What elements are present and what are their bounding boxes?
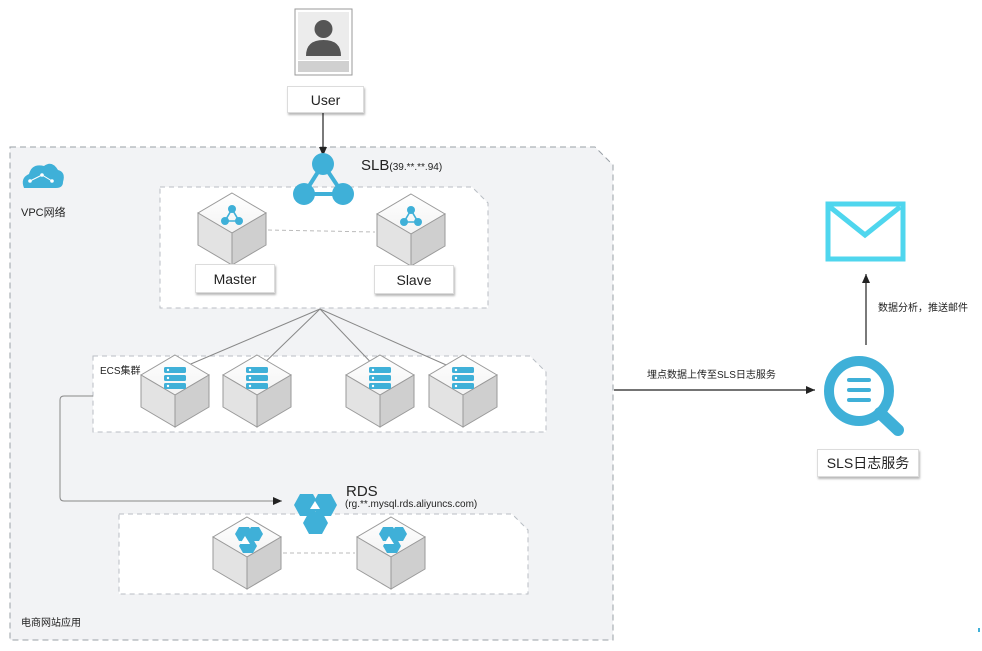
ecs-label: ECS集群 bbox=[100, 366, 141, 377]
to-mail-flow-label: 数据分析，推送邮件 bbox=[878, 303, 968, 314]
cloud-icon bbox=[22, 163, 64, 188]
rds-host: (rg.**.mysql.rds.aliyuncs.com) bbox=[345, 499, 478, 510]
sls-search-icon bbox=[824, 356, 904, 436]
vpc-label: VPC网络 bbox=[21, 207, 66, 219]
mail-icon bbox=[825, 201, 906, 262]
master-label: Master bbox=[195, 264, 275, 293]
slb-ip: (39.**.**.94) bbox=[389, 162, 443, 173]
user-label: User bbox=[287, 86, 364, 113]
slb-title: SLB(39.**.**.94) bbox=[361, 158, 442, 174]
sls-label: SLS日志服务 bbox=[817, 449, 919, 477]
slave-label: Slave bbox=[374, 265, 454, 294]
user-avatar-icon bbox=[294, 8, 353, 76]
ecs-to-rds-arrow bbox=[59, 395, 282, 505]
rds-icon bbox=[294, 494, 337, 534]
slb-name: SLB bbox=[361, 157, 390, 174]
rds-name: RDS bbox=[346, 483, 378, 500]
app-label: 电商网站应用 bbox=[21, 618, 81, 629]
to-sls-flow-label: 埋点数据上传至SLS日志服务 bbox=[647, 370, 776, 381]
slb-icon bbox=[293, 153, 354, 205]
